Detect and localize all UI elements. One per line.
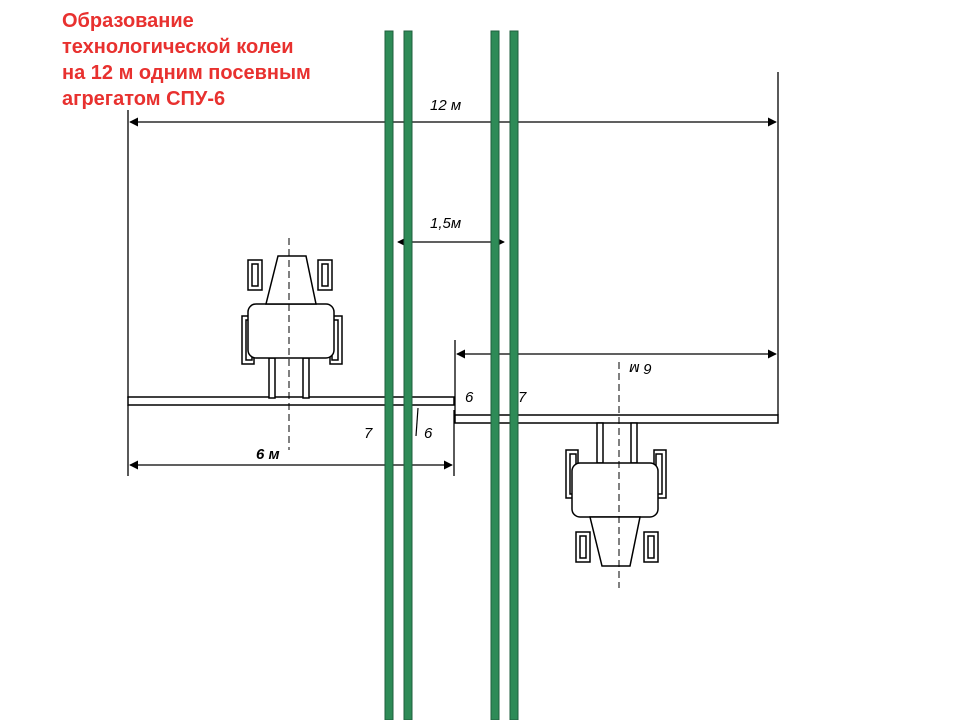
right-drawbar-rod [630,422,638,464]
label-total-width: 12 м [430,97,461,114]
left-seeder-bar [127,396,455,406]
right-seeder-bar [454,414,779,424]
title-line-3: на 12 м одним посевным [62,62,311,84]
left-front-wheel-inner [251,263,259,287]
right-seeder-unit [454,414,779,567]
left-front-wheel-inner [321,263,329,287]
track-line-3 [490,30,500,720]
title-line-1: Образование [62,10,194,32]
left-drawbar-rod [268,357,276,399]
title-line-4: агрегатом СПУ-6 [62,88,226,110]
left-drawbar-rod [302,357,310,399]
marker-tick [415,407,419,437]
title-line-2: технологической колеи [62,36,294,58]
marker-left-7: 7 [364,425,373,442]
label-track-gap: 1,5м [430,215,461,232]
left-tractor-cab [247,303,335,359]
right-front-wheel-inner [647,535,655,559]
right-front-wheel-inner [579,535,587,559]
marker-right-7: 7 [518,389,527,406]
slide-title: Образование технологической колеи на 12 … [62,8,382,112]
right-drawbar-rod [596,422,604,464]
track-line-4 [509,30,519,720]
right-tractor-cab [571,462,659,518]
marker-left-6: 6 [424,425,433,442]
right-tractor-hood [589,516,641,567]
technological-track [384,30,519,720]
track-line-1 [384,30,394,720]
dimension-total-width [127,72,779,415]
marker-right-6: 6 [465,389,474,406]
label-left-pass-width: 6 м [256,446,280,463]
track-line-2 [403,30,413,720]
left-tractor-hood [265,255,317,305]
left-seeder-unit [127,255,455,406]
label-right-pass-width: 6 м [629,360,652,377]
